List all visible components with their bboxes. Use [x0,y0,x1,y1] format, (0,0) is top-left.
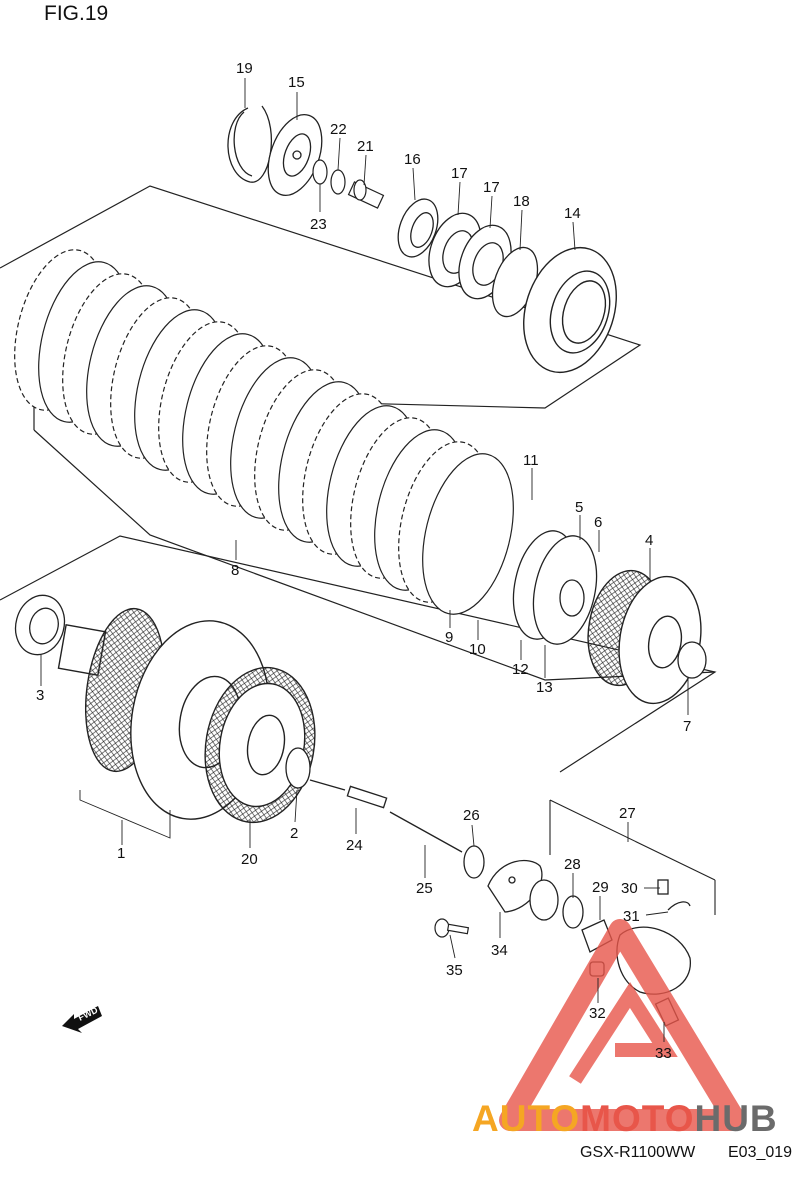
bolt-35-part [434,918,470,938]
figure-code: E03_019 [728,1144,793,1161]
callout-8: 8 [231,562,239,579]
figure-title: FIG.19 [44,2,109,25]
callout-11: 11 [523,452,539,469]
callout-20: 20 [241,851,258,868]
clutch-sleeve-hub-part [587,569,702,705]
callout-21: 21 [357,138,374,155]
clutch-plates-stack [14,249,514,615]
callout-16: 16 [404,151,421,168]
callout-27: 27 [619,805,636,822]
callout-19: 19 [236,60,253,77]
automotohub-logo-icon [499,919,746,1131]
pressure-plate-part [267,114,323,196]
watermark-text: AUTOMOTOHUB [472,1098,778,1140]
callout-4: 4 [645,532,653,549]
clutch-plate [422,453,514,615]
callout-5: 5 [575,499,583,516]
nut-part [330,169,346,195]
callout-30: 30 [621,880,638,897]
callout-26: 26 [463,807,480,824]
callout-2: 2 [290,825,298,842]
callout-leaders [40,78,689,1042]
callout-17b: 17 [483,179,500,196]
watermark-moto: MOTO [580,1098,695,1139]
bolt-part [347,179,385,209]
spring-washer-parts [428,212,539,318]
damper-plates-part [512,530,598,645]
clutch-hub-part [523,246,617,374]
spacer-part [285,747,311,789]
cylinder-cover-part [487,859,543,913]
callout-15: 15 [288,74,305,91]
callout-31: 31 [623,908,640,925]
callout-25: 25 [416,880,433,897]
callout-6: 6 [594,514,602,531]
bearing-part [397,198,439,258]
thrust-washer-part [677,641,707,679]
callout-35: 35 [446,962,463,979]
callout-18: 18 [513,193,530,210]
needle-bearing-part [14,594,66,656]
watermark-auto: AUTO [472,1098,581,1139]
watermark-hub: HUB [694,1098,778,1139]
callout-labels: 19 15 22 21 16 23 17 17 18 14 11 5 6 4 8… [36,60,691,1062]
oil-pump-drive-gear-part [204,666,316,824]
callout-24: 24 [346,837,363,854]
washer-part [312,159,328,185]
callout-9: 9 [445,629,453,646]
oil-seal-part [463,845,485,879]
callout-22: 22 [330,121,347,138]
callout-14: 14 [564,205,581,222]
fwd-arrow-icon: FWD [62,1005,102,1033]
callout-33: 33 [655,1045,672,1062]
callout-3: 3 [36,687,44,704]
push-rod-part [309,779,463,853]
callout-13: 13 [536,679,553,696]
callout-23: 23 [310,216,327,233]
callout-28: 28 [564,856,581,873]
callout-12: 12 [512,661,529,678]
model-code: GSX-R1100WW [580,1144,696,1161]
callout-17a: 17 [451,165,468,182]
callout-32: 32 [589,1005,606,1022]
callout-34: 34 [491,942,508,959]
callout-7: 7 [683,718,691,735]
callout-29: 29 [592,879,609,896]
slave-cylinder-bracket [549,799,716,915]
callout-10: 10 [469,641,486,658]
callout-1: 1 [117,845,125,862]
snap-ring-part [227,105,273,183]
